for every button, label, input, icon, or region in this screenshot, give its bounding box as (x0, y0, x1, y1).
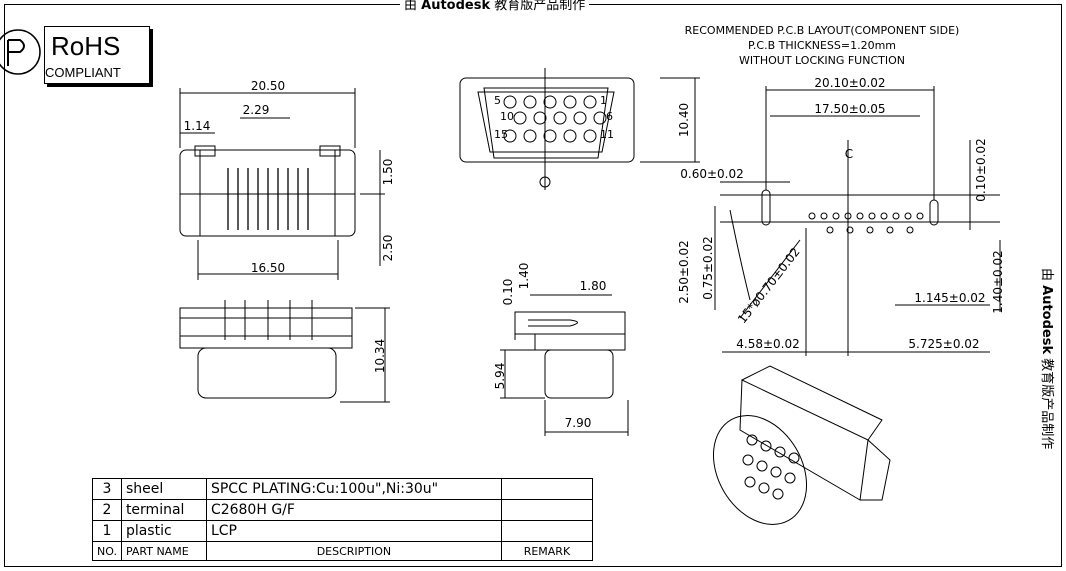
bom-name: terminal (120, 499, 207, 521)
watermark-top: 由 Autodesk 教育版产品制作 (400, 0, 590, 13)
dim-pcb-span: 17.50±0.05 (814, 102, 885, 116)
dim-front-top: 1.50 (381, 159, 395, 186)
dim-pcb-pitch: 1.145±0.02 (914, 291, 985, 305)
bom-header-desc: DESCRIPTION (205, 541, 502, 561)
dim-front-pitch: 2.29 (243, 103, 270, 117)
note-layout: RECOMMENDED P.C.B LAYOUT(COMPONENT SIDE) (685, 24, 960, 37)
bom-row: 3 sheel SPCC PLATING:Cu:100u",Ni:30u" (92, 478, 593, 500)
dim-side-height: 10.34 (373, 339, 387, 373)
bom-no: 2 (92, 499, 122, 521)
bom-row: 1 plastic LCP (92, 520, 593, 542)
lead-free-logo (0, 29, 41, 75)
side-view (179, 300, 390, 403)
bom-remark (500, 520, 593, 542)
rohs-title: RoHS (51, 31, 121, 61)
pin-label-5: 5 (494, 94, 501, 107)
watermark-prefix: 由 (404, 0, 418, 13)
dim-front-offset: 1.14 (184, 119, 211, 133)
dim-front-inner: 16.50 (251, 261, 285, 275)
note-locking: WITHOUT LOCKING FUNCTION (739, 54, 905, 67)
dim-pcb-right: 5.725±0.02 (908, 337, 979, 351)
bom-name: plastic (120, 520, 207, 542)
pin-label-15: 15 (494, 128, 508, 141)
dim-sec-b: 1.40 (517, 263, 531, 290)
note-thickness: P.C.B THICKNESS=1.20mm (748, 39, 896, 52)
bom-header-no: NO. (92, 541, 122, 561)
dim-sec-c: 1.80 (580, 279, 607, 293)
iso-view (712, 365, 891, 525)
dim-front-bottom: 2.50 (381, 235, 395, 262)
rohs-badge: RoHS COMPLIANT (44, 26, 150, 84)
dim-top-depth: 10.40 (677, 103, 691, 137)
bom-desc: SPCC PLATING:Cu:100u",Ni:30u" (205, 478, 502, 500)
pin-label-6: 6 (606, 110, 613, 123)
bom-header-name: PART NAME (120, 541, 207, 561)
pcb-layout (714, 86, 1001, 356)
front-view (179, 88, 385, 280)
section-view (500, 294, 629, 436)
top-view (459, 68, 700, 190)
bom-desc: C2680H G/F (205, 499, 502, 521)
pcb-centerline: C (845, 147, 853, 161)
watermark-suffix: 教育版产品制作 (494, 0, 586, 13)
rohs-subtitle: COMPLIANT (45, 65, 121, 80)
bom-no: 1 (92, 520, 122, 542)
dim-pcb-h2: 0.75±0.02 (701, 236, 715, 300)
pin-label-1: 1 (600, 94, 607, 107)
bom-row: 2 terminal C2680H G/F (92, 499, 593, 521)
dim-pcb-h1: 2.50±0.02 (677, 240, 691, 304)
dim-front-width: 20.50 (251, 79, 285, 93)
dim-pcb-left: 4.58±0.02 (736, 337, 800, 351)
bom-remark (500, 499, 593, 521)
pin-circles (503, 95, 924, 500)
dim-sec-d: 5.94 (493, 363, 507, 390)
bom-header-remark: REMARK (500, 541, 593, 561)
pin-label-10: 10 (500, 110, 514, 123)
dim-pcb-holes: 15*ø0.70±0.02 (735, 245, 803, 326)
dim-pcb-total: 20.10±0.02 (814, 76, 885, 90)
dim-sec-a: 0.10 (501, 279, 515, 306)
bom-header: NO. PART NAME DESCRIPTION REMARK (92, 541, 593, 561)
bom-remark (500, 478, 593, 500)
bom-table: 3 sheel SPCC PLATING:Cu:100u",Ni:30u" 2 … (92, 478, 593, 561)
pin-label-11: 11 (600, 128, 614, 141)
dim-pcb-top: 0.10±0.02 (974, 138, 988, 202)
bom-name: sheel (120, 478, 207, 500)
dim-sec-e: 7.90 (565, 416, 592, 430)
bom-no: 3 (92, 478, 122, 500)
dim-pcb-row: 1.40±0.02 (991, 250, 1005, 314)
watermark-brand: Autodesk (421, 0, 491, 13)
dim-pcb-slot: 0.60±0.02 (680, 167, 744, 181)
bom-desc: LCP (205, 520, 502, 542)
